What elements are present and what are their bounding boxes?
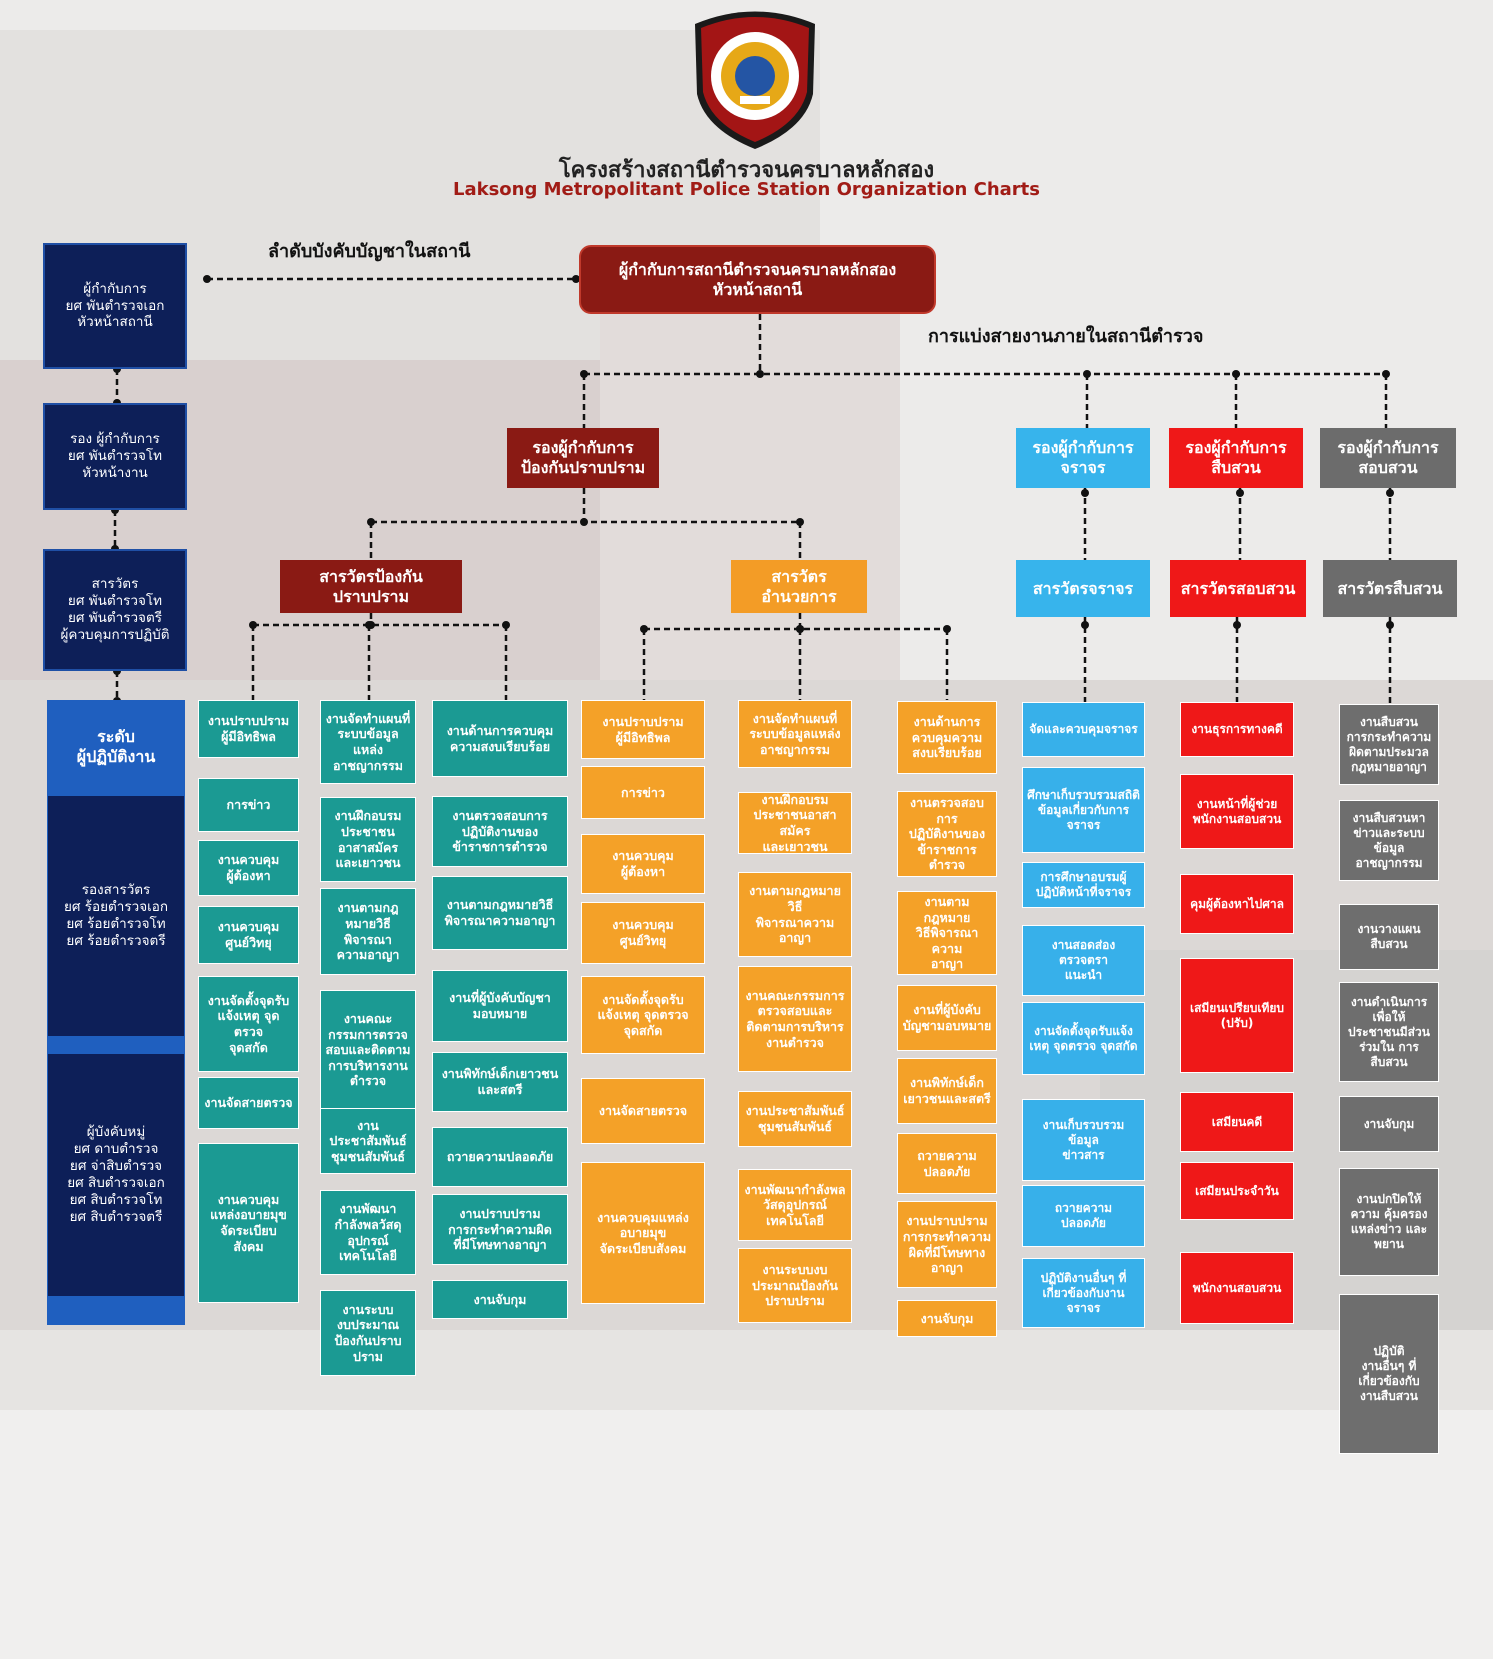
rank-inspector: สารวัตร ยศ พันตำรวจโท ยศ พันตำรวจตรี ผู้… — [43, 549, 187, 671]
task-crime-prevention-3-item: งานตามกฎหมายวิธี พิจารณาความอาญา — [432, 876, 568, 950]
task-administration-1-item: งานจัดสายตรวจ — [581, 1078, 705, 1144]
task-investigation-item: ปฏิบัติ งานอื่นๆ ที่ เกี่ยวข้องกับ งานสื… — [1339, 1294, 1439, 1454]
task-administration-3-item: ถวายความ ปลอดภัย — [897, 1133, 997, 1194]
task-inquiry-item: เสมียนเปรียบเทียบ (ปรับ) — [1180, 958, 1294, 1073]
task-crime-prevention-1-item: งานควบคุม แหล่งอบายมุข จัดระเบียบ สังคม — [198, 1143, 299, 1303]
inspector-inquiry-box: สารวัตรสอบสวน — [1170, 560, 1306, 617]
task-crime-prevention-3-item: งานพิทักษ์เด็กเยาวชน และสตรี — [432, 1052, 568, 1112]
rank-superintendent: ผู้กำกับการ ยศ พันตำรวจเอก หัวหน้าสถานี — [43, 243, 187, 369]
task-crime-prevention-3-item: ถวายความปลอดภัย — [432, 1127, 568, 1187]
task-crime-prevention-2-item: งานตามกฎ หมายวิธี พิจารณา ความอาญา — [320, 888, 416, 975]
task-administration-3-item: งานพิทักษ์เด็ก เยาวชนและสตรี — [897, 1058, 997, 1124]
task-crime-prevention-1-item: งานควบคุม ผู้ต้องหา — [198, 840, 299, 896]
task-crime-prevention-1-item: งานปราบปราม ผู้มีอิทธิพล — [198, 700, 299, 758]
task-administration-1-item: งานควบคุม ผู้ต้องหา — [581, 834, 705, 894]
task-inquiry-item: เสมียนคดี — [1180, 1092, 1294, 1152]
task-crime-prevention-1-item: งานจัดตั้งจุดรับ แจ้งเหตุ จุดตรวจ จุดสกั… — [198, 976, 299, 1072]
task-crime-prevention-1-item: การข่าว — [198, 778, 299, 832]
task-investigation-item: งานดำเนินการ เพื่อให้ ประชาชนมีส่วน ร่วม… — [1339, 982, 1439, 1082]
task-administration-3-item: งานปราบปราม การกระทำความ ผิดที่มีโทษทาง … — [897, 1201, 997, 1288]
task-inquiry-item: พนักงานสอบสวน — [1180, 1252, 1294, 1324]
task-administration-2-item: งานจัดทำแผนที่ ระบบข้อมูลแหล่ง อาชญากรรม — [738, 700, 852, 768]
level-operator-title: ระดับ ผู้ปฏิบัติงาน — [48, 701, 184, 793]
task-administration-3-item: งานตรวจสอบการ ปฏิบัติงานของ ข้าราชการตำร… — [897, 791, 997, 877]
station-superintendent-box: ผู้กำกับการสถานีตำรวจนครบาลหลักสอง หัวหน… — [579, 245, 936, 314]
task-inquiry-item: งานธุรการทางคดี — [1180, 702, 1294, 757]
task-crime-prevention-2-item: งานพัฒนา กำลังพลวัสดุ อุปกรณ์ เทคโนโลยี — [320, 1190, 416, 1275]
task-administration-3-item: งานที่ผู้บังคับ บัญชามอบหมาย — [897, 985, 997, 1051]
task-administration-2-item: งานประชาสัมพันธ์ ชุมชนสัมพันธ์ — [738, 1091, 852, 1147]
task-traffic-item: การศึกษาอบรมผู้ ปฏิบัติหน้าที่จราจร — [1022, 862, 1145, 908]
task-traffic-item: ถวายความ ปลอดภัย — [1022, 1185, 1145, 1247]
task-administration-1-item: งานปราบปราม ผู้มีอิทธิพล — [581, 700, 705, 759]
task-traffic-item: ปฏิบัติงานอื่นๆ ที่ เกี่ยวข้องกับงาน จรา… — [1022, 1258, 1145, 1328]
title-english: Laksong Metropolitant Police Station Org… — [452, 179, 1040, 200]
task-administration-1-item: งานควบคุม ศูนย์วิทยุ — [581, 902, 705, 964]
task-crime-prevention-3-item: งานตรวจสอบการ ปฏิบัติงานของ ข้าราชการตำร… — [432, 796, 568, 867]
police-station-emblem — [695, 11, 815, 149]
inspector-traffic-box: สารวัตรจราจร — [1016, 560, 1150, 617]
task-administration-3-item: งานด้านการ ควบคุมความ สงบเรียบร้อย — [897, 701, 997, 774]
task-crime-prevention-2-item: งานระบบ งบประมาณ ป้องกันปราบปราม — [320, 1290, 416, 1376]
task-investigation-item: งานจับกุม — [1339, 1096, 1439, 1152]
task-inquiry-item: คุมผู้ต้องหาไปศาล — [1180, 874, 1294, 934]
task-investigation-item: งานสืบสวนหา ข่าวและระบบ ข้อมูล อาชญากรรม — [1339, 800, 1439, 881]
task-crime-prevention-2-item: งานคณะ กรรมการตรวจ สอบและติดตาม การบริหา… — [320, 990, 416, 1110]
rank-deputy-superintendent: รอง ผู้กำกับการ ยศ พันตำรวจโท หัวหน้างาน — [43, 403, 187, 510]
task-inquiry-item: งานหน้าที่ผู้ช่วย พนักงานสอบสวน — [1180, 774, 1294, 849]
task-administration-2-item: งานพัฒนากำลังพล วัสดุอุปกรณ์ เทคโนโลยี — [738, 1169, 852, 1241]
task-crime-prevention-1-item: งานควบคุม ศูนย์วิทยุ — [198, 906, 299, 964]
divisions-label: การแบ่งสายงานภายในสถานีตำรวจ — [928, 326, 1204, 347]
deputy-traffic-box: รองผู้กำกับการ จราจร — [1016, 428, 1150, 488]
chain-of-command-label: ลำดับบังคับบัญชาในสถานี — [268, 241, 471, 262]
task-crime-prevention-2-item: งานฝึกอบรม ประชาชน อาสาสมัคร และเยาวชน — [320, 797, 416, 882]
task-administration-2-item: งานฝึกอบรม ประชาชนอาสาสมัคร และเยาวชน — [738, 792, 852, 854]
task-crime-prevention-2-item: งานจัดทำแผนที่ ระบบข้อมูลแหล่ง อาชญากรรม — [320, 700, 416, 784]
inspector-investigation-box: สารวัตรสืบสวน — [1323, 560, 1457, 617]
task-crime-prevention-3-item: งานจับกุม — [432, 1280, 568, 1319]
task-traffic-item: งานสอดส่อง ตรวจตรา แนะนำ — [1022, 925, 1145, 996]
task-investigation-item: งานวางแผน สืบสวน — [1339, 904, 1439, 970]
task-administration-2-item: งานตามกฎหมายวิธี พิจารณาความ อาญา — [738, 872, 852, 957]
task-traffic-item: ศึกษาเก็บรวบรวมสถิติ ข้อมูลเกี่ยวกับการจ… — [1022, 767, 1145, 853]
task-crime-prevention-2-item: งาน ประชาสัมพันธ์ ชุมชนสัมพันธ์ — [320, 1108, 416, 1174]
task-administration-2-item: งานคณะกรรมการ ตรวจสอบและ ติดตามการบริหาร… — [738, 966, 852, 1072]
task-administration-1-item: งานจัดตั้งจุดรับ แจ้งเหตุ จุดตรวจ จุดสกั… — [581, 976, 705, 1054]
deputy-inquiry-box: รองผู้กำกับการ สอบสวน — [1320, 428, 1456, 488]
inspector-administration-box: สารวัตร อำนวยการ — [731, 560, 867, 613]
task-crime-prevention-3-item: งานด้านการควบคุม ความสงบเรียบร้อย — [432, 700, 568, 777]
rank-squad-leader: ผู้บังคับหมู่ ยศ ดาบตำรวจ ยศ จ่าสิบตำรวจ… — [48, 1054, 184, 1296]
deputy-investigation-box: รองผู้กำกับการ สืบสวน — [1169, 428, 1303, 488]
task-crime-prevention-3-item: งานปราบปราม การกระทำความผิด ที่มีโทษทางอ… — [432, 1194, 568, 1265]
task-inquiry-item: เสมียนประจำวัน — [1180, 1162, 1294, 1220]
task-crime-prevention-3-item: งานที่ผู้บังคับบัญชา มอบหมาย — [432, 970, 568, 1042]
title-thai: โครงสร้างสถานีตำรวจนครบาลหลักสอง — [558, 158, 935, 183]
task-traffic-item: งานจัดตั้งจุดรับแจ้ง เหตุ จุดตรวจ จุดสกั… — [1022, 1002, 1145, 1075]
deputy-crime-prevention-box: รองผู้กำกับการ ป้องกันปราบปราม — [507, 428, 659, 488]
inspector-crime-prevention-box: สารวัตรป้องกัน ปราบปราม — [280, 560, 462, 613]
task-administration-3-item: งานตามกฎหมาย วิธีพิจารณาความ อาญา — [897, 891, 997, 975]
task-investigation-item: งานปกปิดให้ ความ คุ้มครอง แหล่งข่าว และ … — [1339, 1168, 1439, 1276]
task-traffic-item: จัดและควบคุมจราจร — [1022, 702, 1145, 757]
task-crime-prevention-1-item: งานจัดสายตรวจ — [198, 1077, 299, 1129]
task-administration-1-item: การข่าว — [581, 766, 705, 819]
rank-sub-inspector: รองสารวัตร ยศ ร้อยตำรวจเอก ยศ ร้อยตำรวจโ… — [48, 796, 184, 1036]
task-investigation-item: งานสืบสวน การกระทำความ ผิดตามประมวล กฎหม… — [1339, 704, 1439, 785]
task-traffic-item: งานเก็บรวบรวม ข้อมูล ข่าวสาร — [1022, 1099, 1145, 1181]
task-administration-1-item: งานควบคุมแหล่ง อบายมุข จัดระเบียบสังคม — [581, 1162, 705, 1304]
task-administration-3-item: งานจับกุม — [897, 1300, 997, 1337]
task-administration-2-item: งานระบบงบ ประมาณป้องกัน ปราบปราม — [738, 1248, 852, 1323]
